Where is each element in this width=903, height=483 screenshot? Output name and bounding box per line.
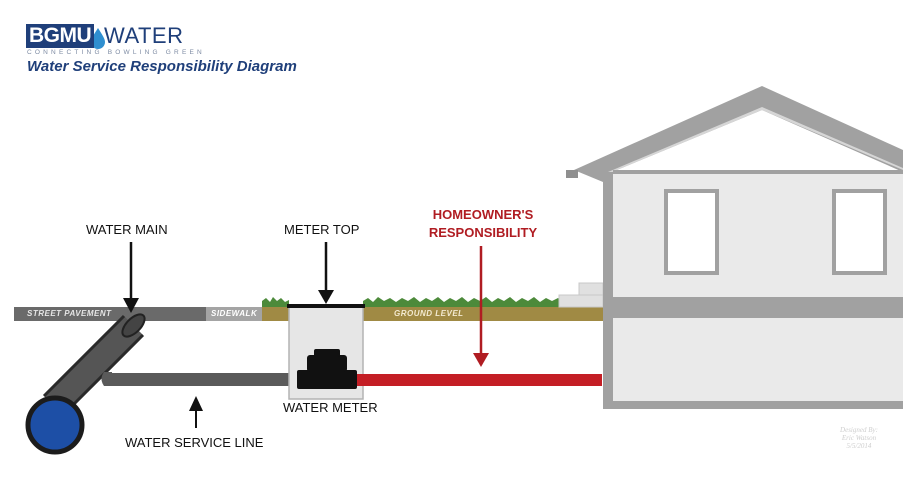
diagram-title: Water Service Responsibility Diagram [27,58,297,75]
water-main-pipe-end [25,395,85,455]
label-water-meter: WATER METER [283,400,378,415]
label-water-service-line: WATER SERVICE LINE [125,435,264,450]
sidewalk-strip [206,307,262,321]
logo-water-text: WATER [104,23,184,48]
ground-strip-left [262,307,289,321]
homeowner-arrow [473,246,489,367]
water-meter-device [297,349,357,389]
meter-top-arrow [318,242,334,304]
label-sidewalk: SIDEWALK [211,309,258,318]
service-line-connection [101,372,112,386]
label-homeowner-line1: HOMEOWNER'S [432,207,534,222]
credit-line3: 5/5/2014 [846,442,872,450]
step-upper [578,282,604,296]
label-meter-top: METER TOP [284,222,360,237]
water-service-line-utility [109,373,300,386]
service-line-arrow [189,396,203,428]
credit-line1: Designed By: [840,426,878,434]
grass-left [262,297,289,307]
water-service-line-homeowner [357,374,602,386]
label-homeowner-line2: RESPONSIBILITY [428,225,538,240]
water-drop-icon [91,28,105,49]
step-lower [558,294,604,308]
logo-tagline: CONNECTING BOWLING GREEN [27,49,205,56]
logo-brand: BGMU [26,24,95,48]
label-homeowner-responsibility: HOMEOWNER'S RESPONSIBILITY [409,206,557,242]
ground-strip-right [363,307,603,321]
label-water-main: WATER MAIN [86,222,168,237]
label-ground-level: GROUND LEVEL [394,309,464,318]
label-street-pavement: STREET PAVEMENT [27,309,112,318]
credit-line2: Eric Watson [841,434,877,442]
grass-right [363,297,562,307]
street-pavement-strip [14,307,206,321]
house-window-left [664,189,719,275]
house-window-right [832,189,887,275]
water-main-arrow [123,242,139,313]
meter-top-lid [287,304,365,308]
designer-credit: Designed By: Eric Watson 5/5/2014 [822,426,896,450]
